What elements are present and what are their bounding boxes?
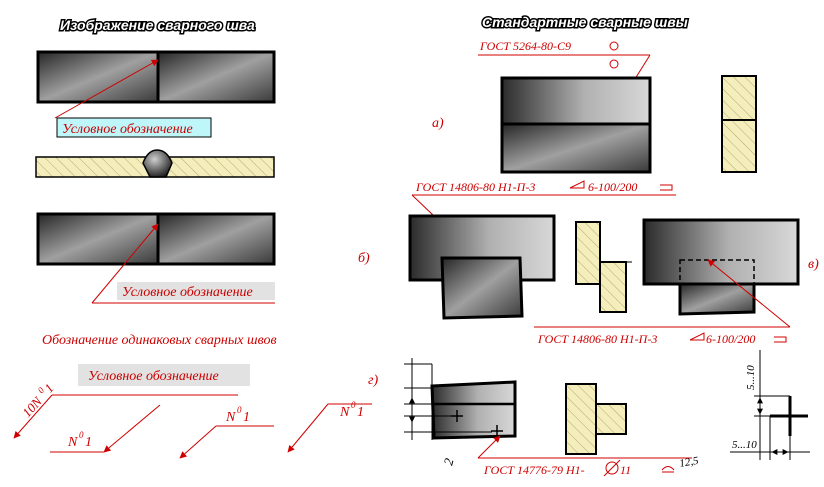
gost-v-tail: 6-100/200 (706, 332, 755, 346)
right-title: Стандартные сварные швы (482, 14, 688, 30)
label-top: Условное обозначение (62, 122, 193, 137)
label-n1-b-sub: 1 (243, 410, 250, 425)
leader-g (477, 435, 501, 459)
leader-v (707, 259, 791, 328)
section-a-bottom (721, 119, 757, 173)
leader-bottom (91, 223, 159, 304)
label-n1-b: N 0 1 (225, 405, 250, 425)
label-10n1-sup: 0 (36, 385, 47, 395)
dimension-g (404, 358, 492, 440)
plate-v-top (642, 218, 800, 286)
label-n1-a-main: N (67, 435, 78, 450)
letter-a: а) (432, 116, 444, 131)
label-n1-c-main: N (339, 405, 350, 420)
hidden-web-outline (679, 259, 755, 285)
plate-left-2 (36, 212, 160, 266)
intermittent-symbol-b (660, 184, 673, 191)
around-symbol-g (661, 466, 675, 473)
cross-dimension (730, 350, 810, 460)
gost-b: ГОСТ 14806-80 Н1-П-3 (415, 180, 535, 194)
intermittent-symbol-v (774, 336, 787, 343)
plate-left (36, 50, 160, 104)
weld-bead (142, 149, 173, 178)
label-n1-a-sub: 1 (85, 435, 92, 450)
dim-2: 2 (440, 456, 456, 467)
bottom-plates (36, 212, 276, 266)
left-title: Изображение сварного шва (60, 17, 255, 33)
weld-around-symbol-top (609, 41, 619, 51)
label-bottom-box (117, 282, 275, 300)
fillet-symbol-v (689, 332, 705, 341)
label-n1-c-sup: 0 (351, 400, 356, 410)
gost-b-tail: 6-100/200 (588, 180, 637, 194)
leader-n1-c (287, 403, 329, 453)
label-n1-c-sub: 1 (357, 405, 364, 420)
label-n1-a-sup: 0 (79, 430, 84, 440)
label-n1-b-main: N (225, 410, 236, 425)
top-plates (36, 50, 276, 104)
plate-a-bottom (500, 122, 652, 174)
weld-point-1 (451, 410, 463, 422)
section-b-top (575, 221, 601, 285)
section-g-block (595, 403, 627, 435)
letter-b: б) (358, 251, 370, 266)
label-10n1-main: 10N (19, 393, 46, 420)
label-bottom: Условное обозначение (122, 285, 253, 300)
section-g-plate (565, 383, 597, 455)
plate-g (430, 380, 517, 440)
section-a-top (721, 75, 757, 121)
plate-right (156, 50, 276, 104)
label-10n1: 10N 0 1 (19, 381, 57, 420)
label-top-box (56, 117, 212, 138)
weld-section (35, 149, 275, 178)
gost-g-size: 12,5 (678, 455, 700, 470)
leader-n1-a (103, 404, 161, 453)
leader-n10-arrow (13, 394, 53, 439)
label-n1-a: N 0 1 (67, 430, 92, 450)
same-welds-label-box (78, 364, 250, 386)
letter-v: в) (808, 257, 819, 272)
plate-a-top (500, 76, 652, 126)
leader-n1-b (179, 425, 217, 459)
section-b-web (599, 261, 627, 313)
same-welds-label: Условное обозначение (88, 369, 219, 384)
dim-5-10-v: 5...10 (745, 365, 757, 390)
letter-g: г) (368, 373, 378, 388)
leader-top (54, 59, 159, 119)
weld-around-symbol-bottom (609, 59, 619, 69)
dim-5-10-h: 5...10 (732, 439, 757, 451)
plate-b-web (440, 256, 524, 320)
gost-g-num: 11 (620, 463, 631, 477)
label-n1-b-sup: 0 (237, 405, 242, 415)
label-n1-c: N 0 1 (339, 400, 364, 420)
gost-g: ГОСТ 14776-79 Н1- (483, 463, 585, 477)
same-welds-title: Обозначение одинаковых сварных швов (42, 333, 277, 348)
fillet-symbol-b (569, 180, 585, 189)
gost-v: ГОСТ 14806-80 Н1-П-3 (537, 332, 657, 346)
plate-right-2 (156, 212, 276, 266)
weld-point-2 (491, 425, 503, 437)
diameter-symbol (603, 459, 621, 477)
gost-a: ГОСТ 5264-80-С9 (479, 39, 571, 53)
same-welds-leaders (13, 394, 372, 459)
